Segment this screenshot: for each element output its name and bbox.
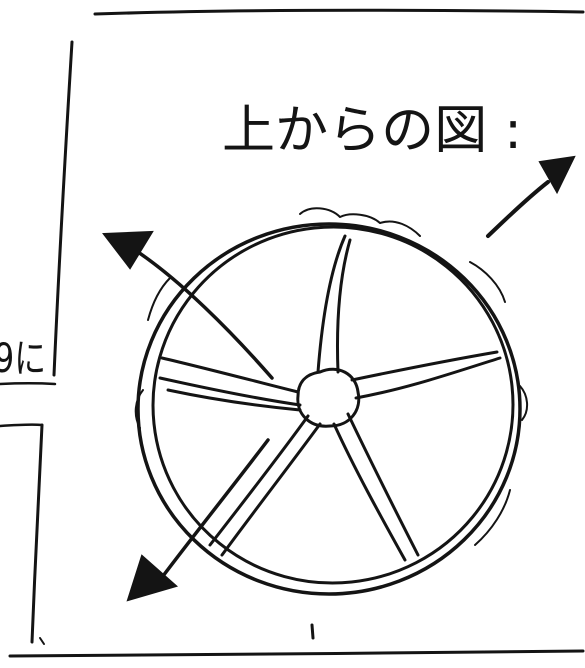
frame-left-line-upper: [54, 42, 72, 375]
frame-left-line-lower: [32, 425, 42, 642]
arrow-upper-right-shaft: [488, 182, 548, 236]
frame-divider-line: [0, 383, 55, 384]
left-edge-fragment: 9に: [0, 336, 46, 382]
arrow-lower-left-head: [128, 556, 176, 600]
spoke-top: [318, 236, 350, 372]
sketch-title: 上からの図 :: [222, 101, 522, 161]
frame-short-line: [0, 425, 42, 426]
arrow-lower-left-shaft: [160, 440, 268, 580]
spoke-left: [160, 358, 300, 410]
stray-mark-bottom-left: [40, 638, 44, 644]
spoke-right: [352, 352, 500, 398]
wheel: [135, 208, 530, 601]
stray-mark-center-bottom: [312, 625, 313, 638]
arrow-upper-left-head: [104, 232, 152, 268]
wheel-rough-edge: [136, 208, 527, 545]
spoke-lower-left: [210, 416, 320, 555]
stray-marks: [40, 625, 313, 644]
frame-bottom-line: [10, 651, 583, 656]
spoke-lower-right: [334, 414, 418, 560]
frame-top-line: [95, 10, 583, 14]
